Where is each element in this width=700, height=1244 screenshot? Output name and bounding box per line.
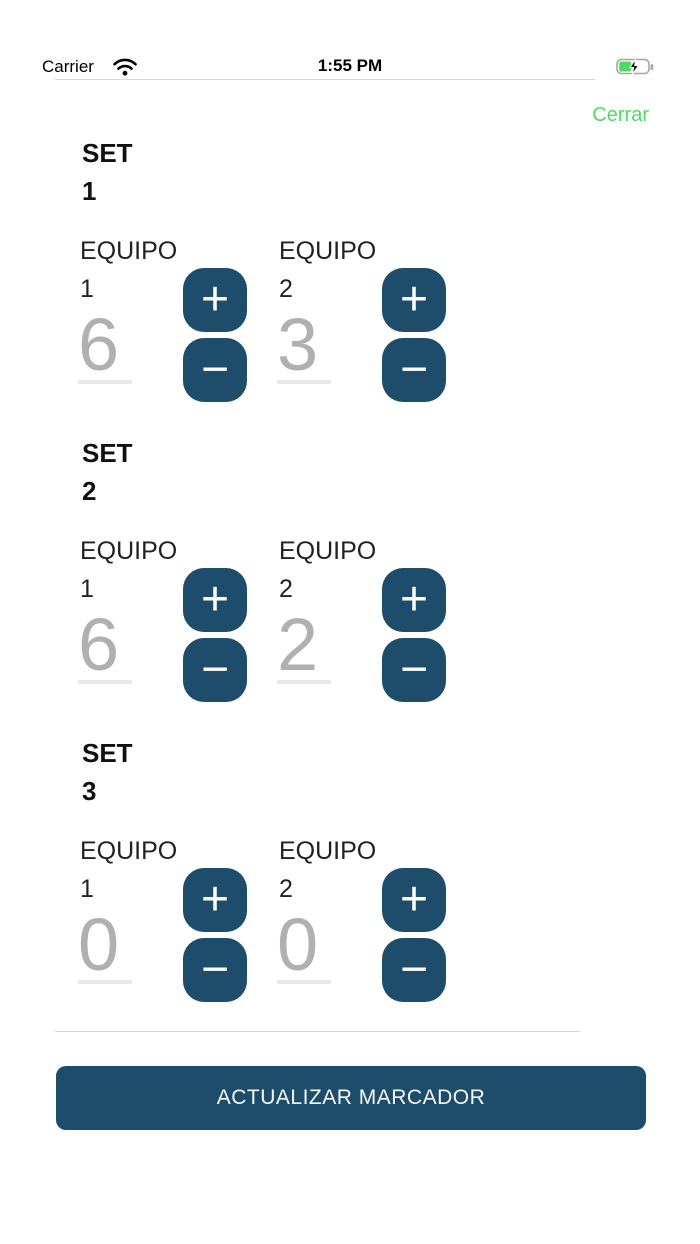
statusbar-divider — [55, 79, 595, 80]
minus-icon: − — [200, 943, 230, 996]
team-2-block: EQUIPO 2 — [277, 537, 382, 684]
teams-row: EQUIPO 1 + − EQUIPO 2 + − — [78, 237, 446, 402]
teams-row: EQUIPO 1 + − EQUIPO 2 + − — [78, 537, 446, 702]
plus-icon: + — [399, 273, 429, 326]
minus-icon: − — [399, 943, 429, 996]
team-1-increment-button[interactable]: + — [183, 868, 247, 932]
team-1-label: EQUIPO 1 — [80, 237, 178, 303]
team-2-increment-button[interactable]: + — [382, 568, 446, 632]
team-2-label: EQUIPO 2 — [279, 837, 377, 903]
team-1-decrement-button[interactable]: − — [183, 938, 247, 1002]
team-1-steppers: + − — [183, 568, 247, 702]
plus-icon: + — [399, 573, 429, 626]
team-2-decrement-button[interactable]: − — [382, 638, 446, 702]
team-2-score-input[interactable] — [277, 908, 331, 984]
team-1-increment-button[interactable]: + — [183, 268, 247, 332]
clock-label: 1:55 PM — [317, 56, 383, 75]
minus-icon: − — [399, 343, 429, 396]
battery-charging-icon — [616, 58, 656, 76]
team-2-label: EQUIPO 2 — [279, 537, 377, 603]
team-1-decrement-button[interactable]: − — [183, 638, 247, 702]
minus-icon: − — [200, 643, 230, 696]
set-section-3: SET 3 EQUIPO 1 + − EQUIPO 2 + — [78, 738, 638, 1010]
team-1-score-input[interactable] — [78, 908, 132, 984]
team-2-label: EQUIPO 2 — [279, 237, 377, 303]
update-score-button[interactable]: ACTUALIZAR MARCADOR — [56, 1066, 646, 1130]
plus-icon: + — [200, 873, 230, 926]
team-1-block: EQUIPO 1 — [78, 537, 183, 684]
minus-icon: − — [200, 343, 230, 396]
carrier-label: Carrier — [42, 57, 94, 76]
team-1-label: EQUIPO 1 — [80, 537, 178, 603]
minus-icon: − — [399, 643, 429, 696]
team-2-block: EQUIPO 2 — [277, 837, 382, 984]
set-title: SET 2 — [82, 438, 133, 506]
team-2-increment-button[interactable]: + — [382, 268, 446, 332]
team-1-increment-button[interactable]: + — [183, 568, 247, 632]
plus-icon: + — [399, 873, 429, 926]
team-1-steppers: + − — [183, 268, 247, 402]
plus-icon: + — [200, 573, 230, 626]
team-2-steppers: + − — [382, 268, 446, 402]
team-2-decrement-button[interactable]: − — [382, 338, 446, 402]
team-2-steppers: + − — [382, 568, 446, 702]
wifi-icon — [112, 57, 138, 77]
close-link[interactable]: Cerrar — [592, 104, 649, 126]
team-1-block: EQUIPO 1 — [78, 237, 183, 384]
team-2-increment-button[interactable]: + — [382, 868, 446, 932]
team-2-decrement-button[interactable]: − — [382, 938, 446, 1002]
team-1-steppers: + − — [183, 868, 247, 1002]
set-title: SET 1 — [82, 138, 133, 206]
team-1-score-input[interactable] — [78, 308, 132, 384]
team-1-block: EQUIPO 1 — [78, 837, 183, 984]
set-section-2: SET 2 EQUIPO 1 + − EQUIPO 2 + — [78, 438, 638, 710]
team-2-block: EQUIPO 2 — [277, 237, 382, 384]
team-2-score-input[interactable] — [277, 608, 331, 684]
team-1-label: EQUIPO 1 — [80, 837, 178, 903]
footer-divider — [55, 1031, 580, 1032]
team-1-score-input[interactable] — [78, 608, 132, 684]
team-1-decrement-button[interactable]: − — [183, 338, 247, 402]
teams-row: EQUIPO 1 + − EQUIPO 2 + − — [78, 837, 446, 1002]
set-title: SET 3 — [82, 738, 133, 806]
plus-icon: + — [200, 273, 230, 326]
set-section-1: SET 1 EQUIPO 1 + − EQUIPO 2 + — [78, 138, 638, 410]
team-2-steppers: + − — [382, 868, 446, 1002]
team-2-score-input[interactable] — [277, 308, 331, 384]
